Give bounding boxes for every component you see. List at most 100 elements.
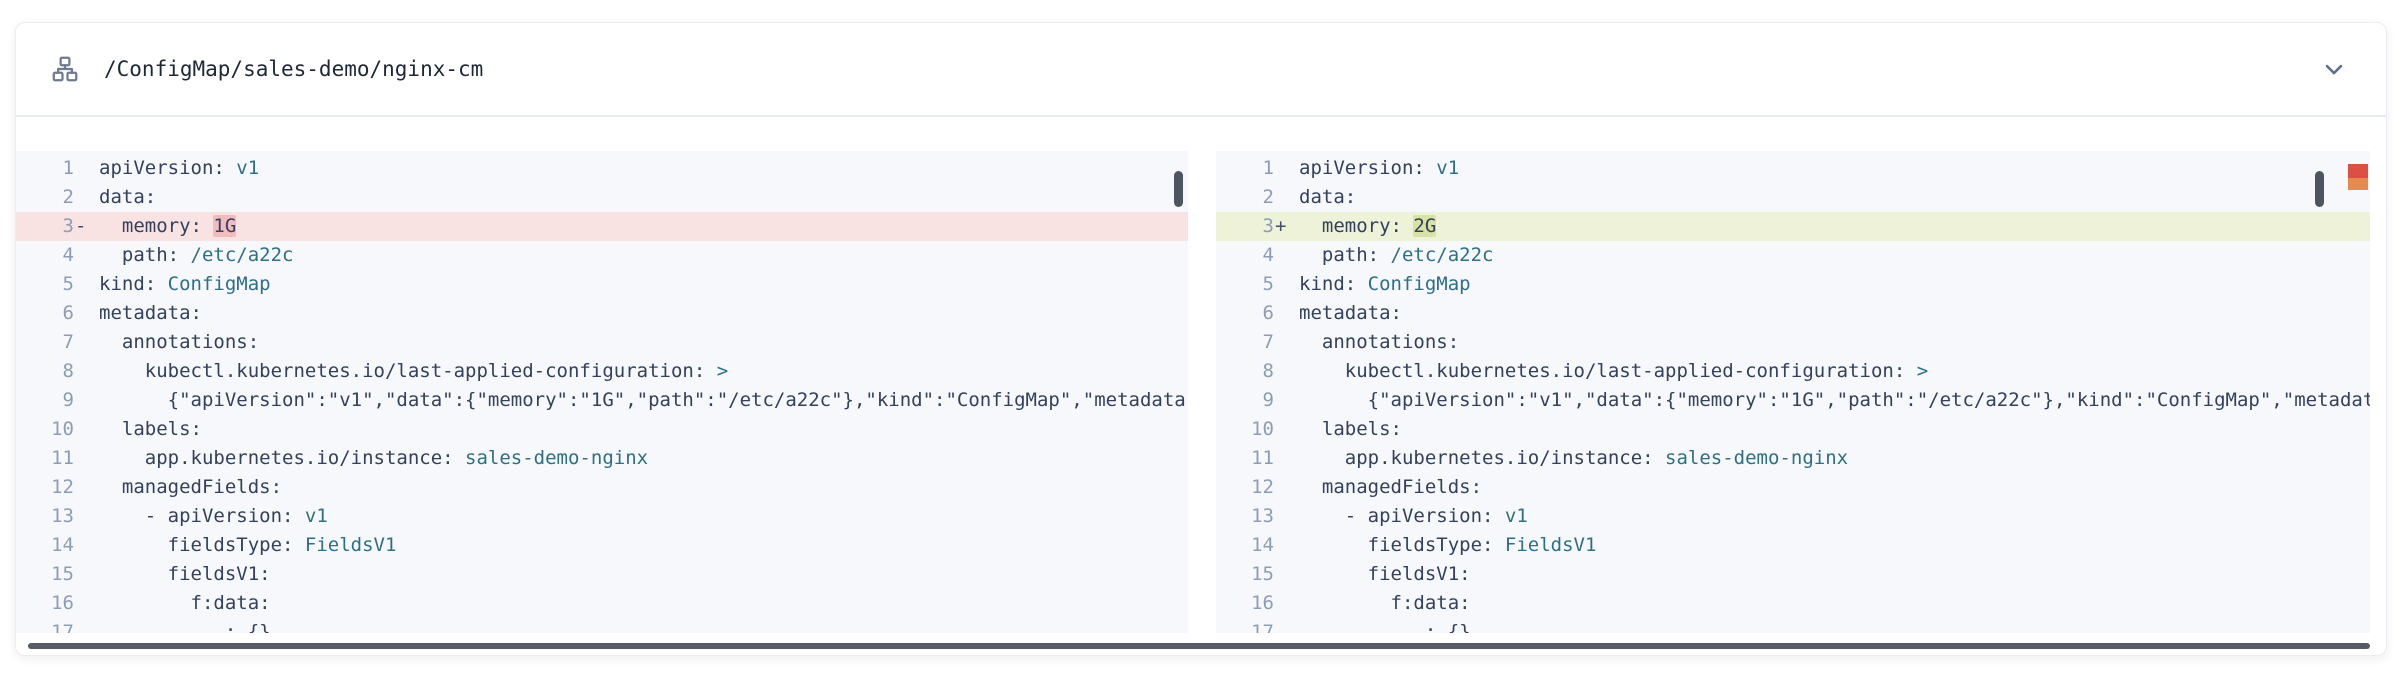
code-text: metadata: (99, 302, 202, 324)
code-line: 10 labels: (1216, 415, 2370, 444)
line-number: 15 (51, 563, 74, 585)
diff-marker (74, 328, 99, 357)
diff-marker (1274, 502, 1299, 531)
code-text: annotations: (99, 331, 260, 353)
header-divider (16, 115, 2386, 117)
line-number: 2 (1262, 186, 1274, 208)
line-number: 11 (1251, 447, 1274, 469)
left-pane-scrollbar[interactable] (1174, 171, 1183, 207)
code-line: 15 fieldsV1: (1216, 560, 2370, 589)
code-text: data: (1299, 186, 1357, 208)
code-line: 9 {"apiVersion":"v1","data":{"memory":"1… (16, 386, 1188, 415)
line-number: 15 (1251, 563, 1274, 585)
line-number: 16 (51, 592, 74, 614)
line-number: 17 (51, 621, 74, 633)
diff-marker (74, 154, 99, 183)
code-text: apiVersion: v1 (1299, 157, 1460, 179)
line-number: 10 (51, 418, 74, 440)
diff-header: /ConfigMap/sales-demo/nginx-cm (16, 23, 2386, 115)
code-text: annotations: (1299, 331, 1460, 353)
code-text: f:data: (99, 592, 271, 614)
line-number: 3 (1262, 215, 1274, 237)
line-number: 12 (51, 476, 74, 498)
line-number: 5 (62, 273, 74, 295)
code-text: labels: (1299, 418, 1402, 440)
diff-marker (1274, 386, 1299, 415)
diff-marker (1274, 589, 1299, 618)
code-text: memory: 1G (99, 215, 237, 237)
code-text: labels: (99, 418, 202, 440)
diff-marker (74, 560, 99, 589)
code-text: fieldsType: FieldsV1 (1299, 534, 1597, 556)
diff-marker (74, 415, 99, 444)
code-text: fieldsType: FieldsV1 (99, 534, 397, 556)
page-title: /ConfigMap/sales-demo/nginx-cm (104, 57, 484, 81)
code-line: 3- memory: 1G (16, 212, 1188, 241)
code-text: data: (99, 186, 157, 208)
line-number: 14 (51, 534, 74, 556)
diff-marker (74, 589, 99, 618)
diff-marker (1274, 444, 1299, 473)
line-number: 8 (62, 360, 74, 382)
line-number: 13 (1251, 505, 1274, 527)
code-line: 17 .: {} (16, 618, 1188, 633)
diff-marker (74, 473, 99, 502)
line-number: 3 (62, 215, 74, 237)
code-text: kind: ConfigMap (99, 273, 271, 295)
line-number: 1 (62, 157, 74, 179)
code-line: 13 - apiVersion: v1 (16, 502, 1188, 531)
code-text: app.kubernetes.io/instance: sales-demo-n… (1299, 447, 1849, 469)
diff-ruler-mark-orange (2348, 178, 2368, 190)
diff-marker (74, 444, 99, 473)
diff-marker (74, 618, 99, 633)
code-line: 8 kubectl.kubernetes.io/last-applied-con… (1216, 357, 2370, 386)
code-line: 14 fieldsType: FieldsV1 (1216, 531, 2370, 560)
diff-marker (74, 241, 99, 270)
code-text: - apiVersion: v1 (99, 505, 328, 527)
code-line: 7 annotations: (1216, 328, 2370, 357)
code-line: 5 kind: ConfigMap (16, 270, 1188, 299)
line-number: 1 (1262, 157, 1274, 179)
diff-ruler-mark-red (2348, 164, 2368, 178)
line-number: 17 (1251, 621, 1274, 633)
line-number: 4 (62, 244, 74, 266)
code-text: {"apiVersion":"v1","data":{"memory":"1G"… (1299, 389, 2370, 411)
horizontal-scrollbar[interactable] (28, 643, 2370, 649)
diff-marker (74, 270, 99, 299)
code-text: app.kubernetes.io/instance: sales-demo-n… (99, 447, 649, 469)
code-text: f:data: (1299, 592, 1471, 614)
line-number: 14 (1251, 534, 1274, 556)
code-line: 8 kubectl.kubernetes.io/last-applied-con… (16, 357, 1188, 386)
diff-marker (74, 299, 99, 328)
diff-marker (1274, 270, 1299, 299)
code-text: .: {} (1299, 621, 1471, 633)
code-text: fieldsV1: (99, 563, 271, 585)
code-line: 4 path: /etc/a22c (16, 241, 1188, 270)
code-text: memory: 2G (1299, 215, 1437, 237)
diff-marker (1274, 357, 1299, 386)
right-pane-scrollbar[interactable] (2315, 171, 2324, 207)
code-line: 3+ memory: 2G (1216, 212, 2370, 241)
code-line: 11 app.kubernetes.io/instance: sales-dem… (1216, 444, 2370, 473)
line-number: 11 (51, 447, 74, 469)
line-number: 7 (62, 331, 74, 353)
code-text: kubectl.kubernetes.io/last-applied-confi… (99, 360, 729, 382)
code-line: 16 f:data: (16, 589, 1188, 618)
line-number: 9 (1262, 389, 1274, 411)
code-line: 11 app.kubernetes.io/instance: sales-dem… (16, 444, 1188, 473)
diff-marker (1274, 415, 1299, 444)
line-number: 13 (51, 505, 74, 527)
diff-marker (1274, 560, 1299, 589)
code-text: metadata: (1299, 302, 1402, 324)
code-line: 14 fieldsType: FieldsV1 (16, 531, 1188, 560)
chevron-down-icon[interactable] (2316, 51, 2352, 87)
